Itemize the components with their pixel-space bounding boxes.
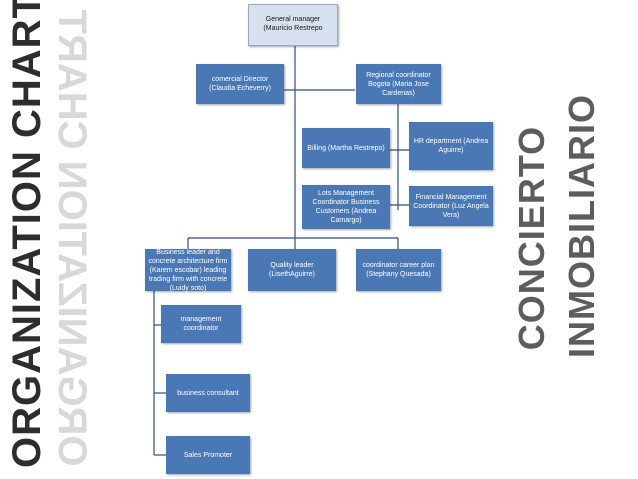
node-business-consultant: business consultant (166, 374, 250, 412)
node-career-plan-label: coordinator career plan (Stephany Quesad… (362, 262, 435, 278)
node-business-leader-label: Business leader and concrete architectur… (148, 248, 228, 292)
node-commercial-director-label: comercial Director (Claudia Echeverry) (209, 76, 271, 92)
node-financial-management: Financial Management Coordinator (Luz An… (409, 186, 493, 226)
node-general-manager-label: General manager (Mauricio Restrepo (263, 16, 323, 32)
node-quality-leader: Quality leader (LisethAguirre) (248, 249, 336, 291)
node-commercial-director: comercial Director (Claudia Echeverry) (196, 64, 284, 104)
node-management-coordinator-label: management coordinator (180, 316, 222, 332)
node-career-plan: coordinator career plan (Stephany Quesad… (356, 249, 441, 291)
node-quality-leader-label: Quality leader (LisethAguirre) (269, 262, 315, 278)
node-billing: Billing (Martha Restrepo) (302, 128, 390, 168)
node-regional-coordinator: Regional coordinator Bogota (Maria Jose … (356, 64, 441, 104)
node-billing-label: Billing (Martha Restrepo) (307, 144, 385, 152)
node-business-leader: Business leader and concrete architectur… (145, 248, 231, 292)
organization-chart-title: ORGANIZATION CHART ORGANIZATION CHART (2, 0, 94, 479)
title-right-inmobiliario: INMOBILIARIO (561, 94, 602, 358)
node-regional-coordinator-label: Regional coordinator Bogota (Maria Jose … (366, 71, 431, 97)
node-general-manager: General manager (Mauricio Restrepo (248, 4, 338, 46)
node-sales-promoter: Sales Promoter (166, 436, 250, 474)
node-hr-department: HR department (Andrea Aguirre) (409, 122, 493, 170)
title-right-concierto: CONCIERTO (511, 125, 552, 351)
title-left-text: ORGANIZATION CHART (5, 0, 49, 468)
node-hr-department-label: HR department (Andrea Aguirre) (413, 138, 489, 154)
node-lots-management: Lots Management Coordinator Business Cus… (302, 185, 390, 229)
node-sales-promoter-label: Sales Promoter (183, 451, 233, 459)
title-left-reflection: ORGANIZATION CHART (50, 9, 94, 467)
node-lots-management-label: Lots Management Coordinator Business Cus… (312, 190, 380, 224)
node-financial-management-label: Financial Management Coordinator (Luz An… (413, 193, 489, 219)
node-management-coordinator: management coordinator (161, 305, 241, 343)
node-business-consultant-label: business consultant (177, 389, 239, 397)
